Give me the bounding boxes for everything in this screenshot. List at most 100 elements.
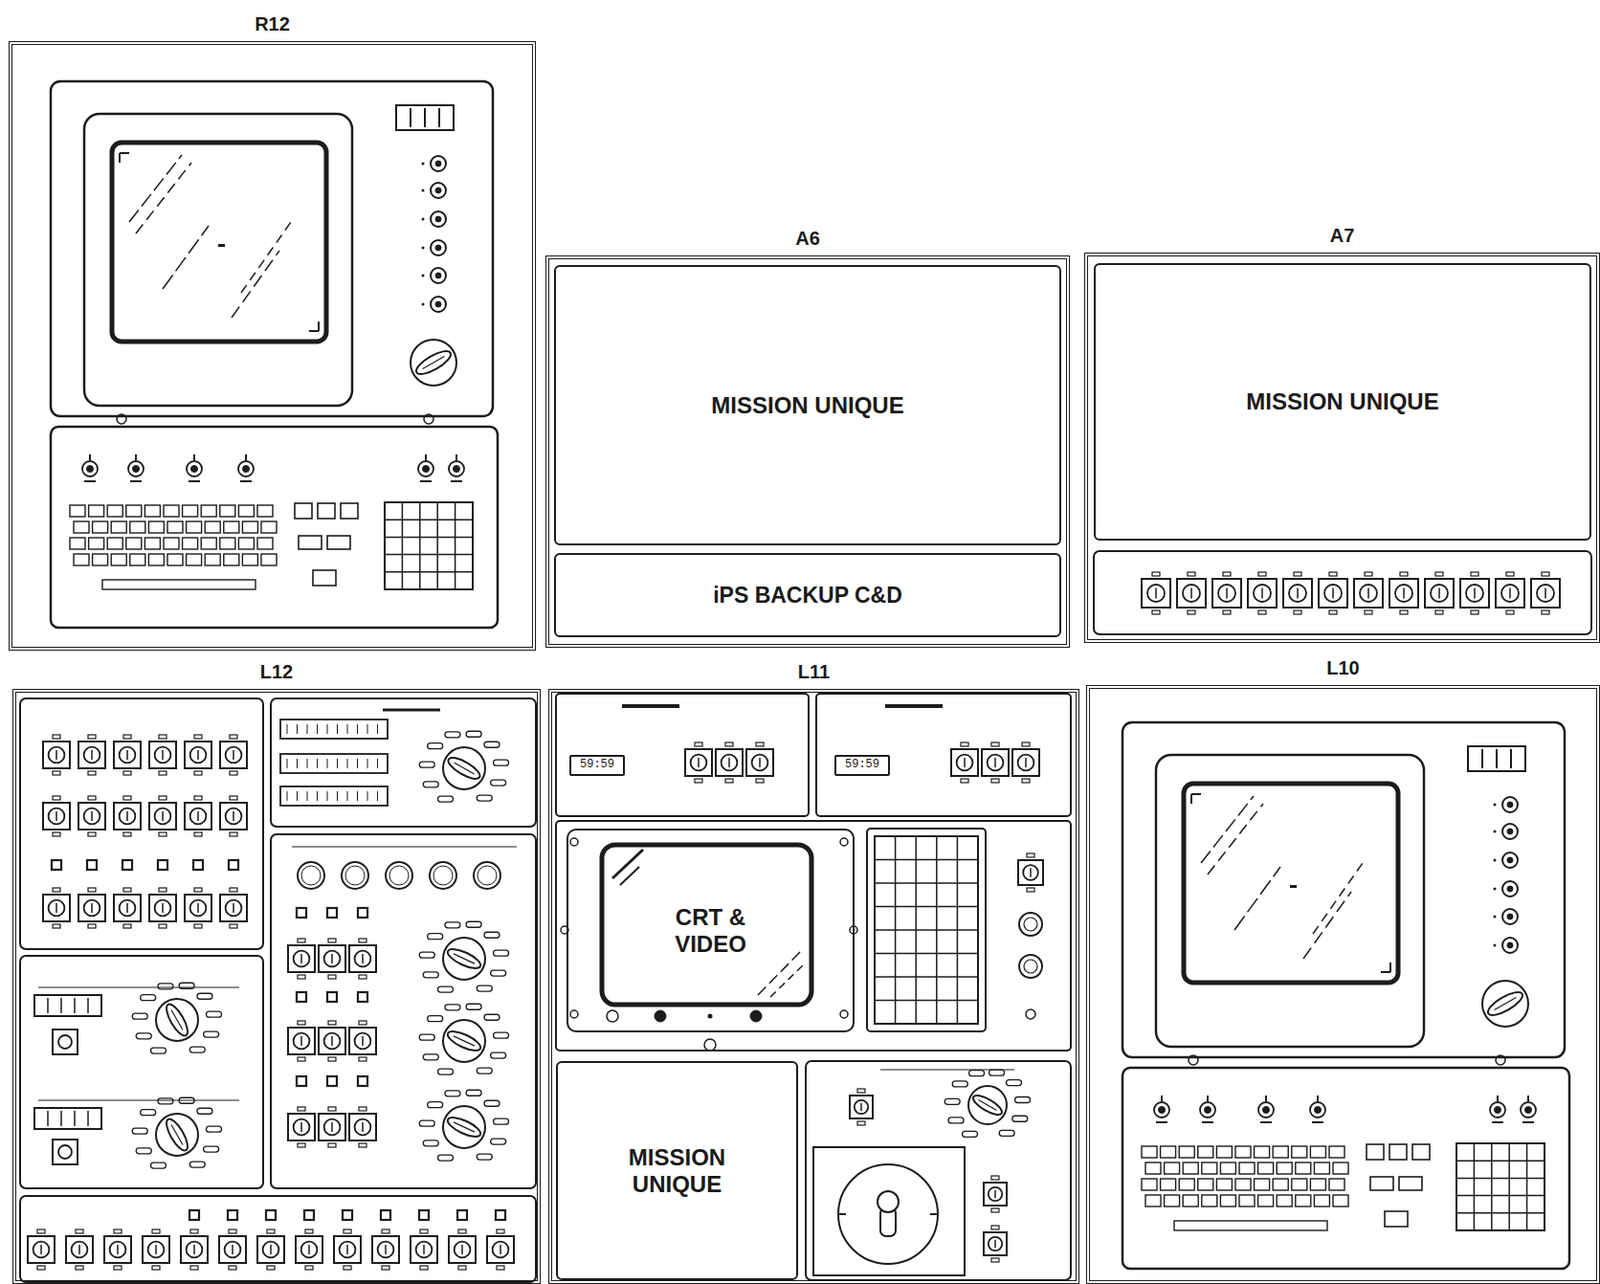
switch-tag bbox=[123, 832, 132, 837]
switch-lever bbox=[331, 1122, 334, 1133]
panel-text: iPS BACKUP C&D bbox=[712, 582, 903, 608]
boxed-switch bbox=[318, 1021, 346, 1062]
rotary-knob bbox=[419, 1003, 509, 1075]
switch-lever bbox=[860, 1103, 863, 1112]
switch-tag bbox=[297, 938, 306, 943]
display-digit bbox=[1495, 749, 1498, 769]
switch-lever bbox=[300, 954, 303, 964]
indicator-lamp bbox=[704, 1039, 716, 1051]
switch-guard bbox=[113, 802, 141, 830]
grid-line bbox=[874, 929, 978, 932]
boxed-switch bbox=[113, 796, 141, 837]
position-mark bbox=[490, 970, 507, 977]
key bbox=[148, 521, 164, 534]
switch-lever bbox=[126, 750, 129, 760]
screen-glare bbox=[1312, 863, 1363, 934]
connector-pin bbox=[377, 791, 378, 801]
grid-frame bbox=[874, 836, 978, 1024]
switch-tag bbox=[991, 1208, 1000, 1213]
switch-tag bbox=[1293, 610, 1302, 615]
key bbox=[204, 521, 221, 534]
rotary-selector bbox=[433, 866, 453, 886]
sub-panel bbox=[20, 698, 264, 950]
connector-pin bbox=[316, 724, 318, 734]
connector-pin bbox=[316, 758, 318, 769]
indicator-square bbox=[227, 1210, 238, 1221]
switch-tag bbox=[328, 938, 336, 943]
switch-mark bbox=[240, 480, 252, 483]
position-mark bbox=[419, 952, 435, 958]
position-mark bbox=[948, 1117, 964, 1124]
function-key bbox=[1366, 1144, 1384, 1160]
switch-guard bbox=[372, 1236, 400, 1264]
switch-tag bbox=[88, 832, 96, 837]
switch-guard bbox=[410, 1236, 438, 1264]
console-panel: L1159:5959:59CRT & VIDEOMISSION UNIQUE bbox=[548, 688, 1080, 1284]
function-key bbox=[1370, 1177, 1394, 1191]
switch-tag bbox=[1470, 610, 1479, 615]
key bbox=[261, 554, 277, 566]
position-mark bbox=[476, 1154, 492, 1160]
switch-guard bbox=[288, 1113, 315, 1141]
connector-strip bbox=[280, 719, 388, 739]
grid-line bbox=[1456, 1195, 1545, 1198]
switch-base bbox=[225, 747, 243, 764]
panel-label: A6 bbox=[549, 226, 1067, 250]
panel-text: CRT & VIDEO bbox=[658, 904, 764, 957]
switch-mark bbox=[1265, 1095, 1267, 1102]
boxed-switch bbox=[318, 938, 346, 979]
switch-tag bbox=[328, 1021, 336, 1025]
switch-lever bbox=[308, 1244, 311, 1255]
boxed-switch bbox=[184, 734, 212, 776]
switch-tag bbox=[152, 1266, 160, 1270]
key bbox=[167, 521, 183, 534]
switch-lever bbox=[161, 811, 164, 822]
switch-base bbox=[293, 951, 311, 968]
switch-tag bbox=[297, 1021, 306, 1025]
connector-pin bbox=[287, 724, 289, 734]
switch-tag bbox=[190, 1229, 199, 1234]
switch-tag bbox=[194, 796, 202, 800]
switch-tag bbox=[194, 888, 202, 892]
switch-lever bbox=[197, 903, 200, 913]
switch-lever bbox=[155, 1244, 157, 1255]
switch-base bbox=[324, 1033, 341, 1050]
key bbox=[148, 554, 164, 566]
key bbox=[1201, 1195, 1218, 1207]
switch-lever bbox=[133, 466, 140, 473]
boxed-switch bbox=[78, 888, 106, 929]
key bbox=[130, 521, 146, 534]
switch-tag bbox=[52, 832, 61, 837]
boxed-switch bbox=[1012, 742, 1040, 783]
switch-tag bbox=[297, 975, 306, 979]
function-key bbox=[294, 503, 312, 519]
key bbox=[242, 521, 258, 534]
switch-base bbox=[454, 1242, 471, 1259]
switch-tag bbox=[328, 975, 336, 979]
switch-base bbox=[988, 1237, 1002, 1251]
switch-lever bbox=[963, 757, 966, 768]
screen-glare bbox=[241, 222, 291, 293]
boxed-switch bbox=[78, 796, 106, 837]
boxed-switch bbox=[1354, 572, 1383, 615]
key bbox=[1272, 1178, 1289, 1191]
position-mark bbox=[178, 982, 195, 989]
switch-guard bbox=[981, 749, 1009, 777]
digital-display bbox=[34, 995, 102, 1017]
key bbox=[1333, 1195, 1349, 1207]
key bbox=[126, 505, 142, 517]
display-digit bbox=[409, 108, 412, 128]
switch-lever bbox=[453, 466, 461, 473]
switch-tag bbox=[358, 1107, 367, 1112]
rotary-selector bbox=[341, 862, 369, 889]
boxed-switch bbox=[257, 1229, 285, 1270]
switch-tag bbox=[88, 771, 96, 776]
switch-base bbox=[1395, 584, 1413, 602]
knob-body bbox=[443, 1020, 486, 1063]
switch-tag bbox=[52, 924, 61, 929]
control-knob bbox=[750, 1010, 762, 1023]
switch-tag bbox=[694, 742, 703, 747]
switch-base bbox=[119, 808, 136, 825]
switch-tag bbox=[228, 1266, 237, 1270]
